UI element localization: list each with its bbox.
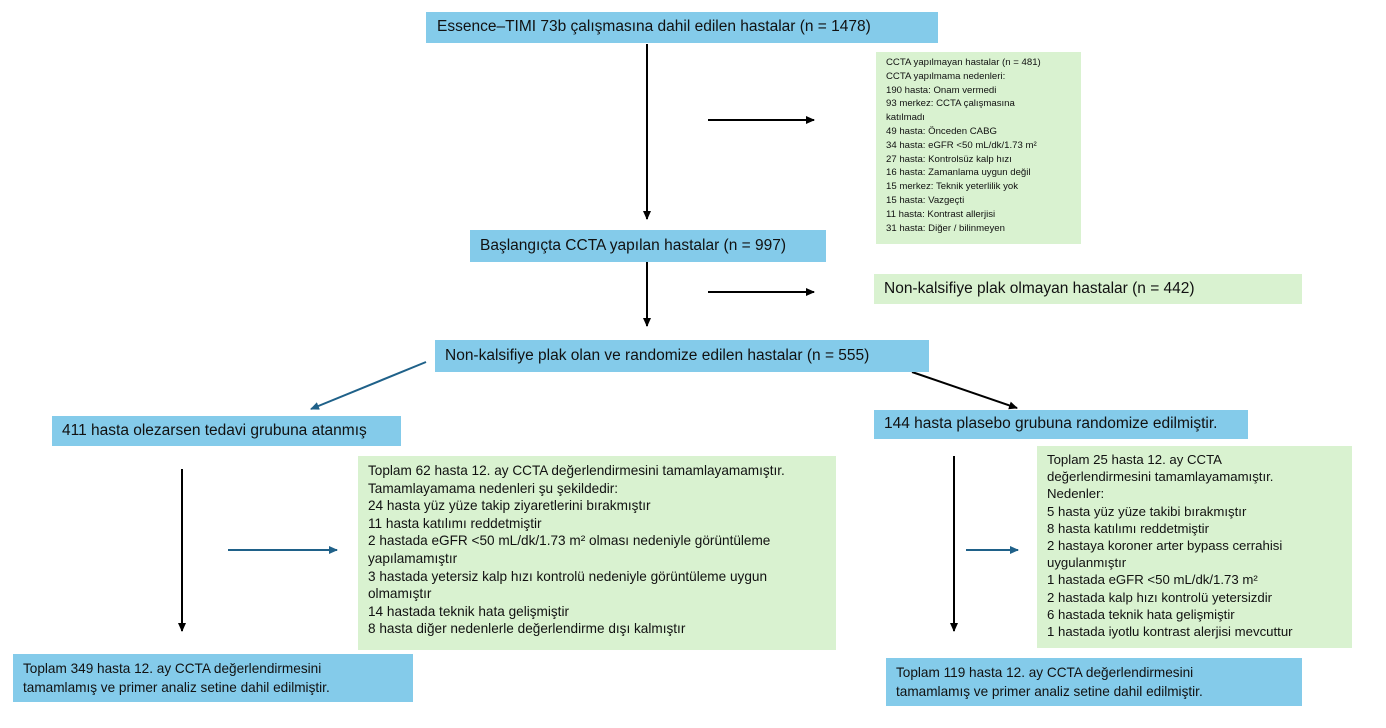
olezarsen-excluded-line: 14 hastada teknik hata gelişmiştir <box>368 603 569 619</box>
randomized-box: Non-kalsifiye plak olan ve randomize edi… <box>435 340 929 372</box>
no-ccta-reason: katılmadı <box>886 112 925 124</box>
placebo-analyzed-box: Toplam 119 hasta 12. ay CCTA değerlendir… <box>886 658 1302 706</box>
arrow-randomized-to-olezarsen <box>310 361 427 410</box>
no-ccta-reason: 31 hasta: Diğer / bilinmeyen <box>886 222 1005 234</box>
no-ccta-reason: 34 hasta: eGFR <50 mL/dk/1.73 m² <box>886 139 1037 151</box>
baseline-ccta-text: Başlangıçta CCTA yapılan hastalar (n = 9… <box>480 237 787 254</box>
baseline-ccta-box: Başlangıçta CCTA yapılan hastalar (n = 9… <box>470 230 826 262</box>
enrolled-text: Essence–TIMI 73b çalışmasına dahil edile… <box>437 18 871 35</box>
placebo-excluded-line: 5 hasta yüz yüze takibi bırakmıştır <box>1047 503 1247 519</box>
no-ccta-title: CCTA yapılmayan hastalar (n = 481) <box>886 57 1041 68</box>
olezarsen-group-text: 411 hasta olezarsen tedavi grubuna atanm… <box>62 422 367 439</box>
no-ccta-reason: 49 hasta: Önceden CABG <box>886 125 997 137</box>
no-ccta-reason: 15 merkez: Teknik yeterlilik yok <box>886 181 1019 193</box>
olezarsen-excluded-line: 8 hasta diğer nedenlerle değerlendirme d… <box>368 621 686 637</box>
olezarsen-excluded-line: 24 hasta yüz yüze takip ziyaretlerini bı… <box>368 498 651 514</box>
no-ccta-reason: 15 hasta: Vazgeçti <box>886 194 965 206</box>
placebo-excluded-line: 6 hastada teknik hata gelişmiştir <box>1047 606 1235 622</box>
olezarsen-excluded-box: Toplam 62 hasta 12. ay CCTA değerlendirm… <box>358 456 836 650</box>
no-ccta-reason: 16 hasta: Zamanlama uygun değil <box>886 167 1031 179</box>
enrolled-box: Essence–TIMI 73b çalışmasına dahil edile… <box>426 12 938 43</box>
placebo-group-text: 144 hasta plasebo grubuna randomize edil… <box>884 415 1218 432</box>
randomized-text: Non-kalsifiye plak olan ve randomize edi… <box>445 347 870 364</box>
olezarsen-excluded-line: 11 hasta katılımı reddetmiştir <box>368 515 542 531</box>
no-plaque-box: Non-kalsifiye plak olmayan hastalar (n =… <box>874 274 1302 304</box>
placebo-excluded-line: 1 hastada eGFR <50 mL/dk/1.73 m² <box>1047 572 1258 588</box>
placebo-excluded-box: Toplam 25 hasta 12. ay CCTA değerlendirm… <box>1037 446 1352 648</box>
olezarsen-analyzed-box: Toplam 349 hasta 12. ay CCTA değerlendir… <box>13 654 413 702</box>
no-ccta-reason: 93 merkez: CCTA çalışmasına <box>886 98 1015 110</box>
no-plaque-text: Non-kalsifiye plak olmayan hastalar (n =… <box>884 280 1195 297</box>
placebo-excluded-line: değerlendirmesini tamamlayamamıştır. <box>1047 469 1274 485</box>
olezarsen-analyzed-line: tamamlamış ve primer analiz setine dahil… <box>23 680 330 695</box>
no-ccta-box: CCTA yapılmayan hastalar (n = 481) CCTA … <box>876 52 1081 244</box>
placebo-group-box: 144 hasta plasebo grubuna randomize edil… <box>874 410 1248 439</box>
olezarsen-group-box: 411 hasta olezarsen tedavi grubuna atanm… <box>52 416 401 446</box>
placebo-excluded-line: 8 hasta katılımı reddetmiştir <box>1047 520 1209 536</box>
no-ccta-subtitle: CCTA yapılmama nedenleri: <box>886 70 1006 82</box>
olezarsen-excluded-line: Toplam 62 hasta 12. ay CCTA değerlendirm… <box>368 463 785 478</box>
placebo-excluded-line: Toplam 25 hasta 12. ay CCTA <box>1047 452 1222 467</box>
no-ccta-reason: 27 hasta: Kontrolsüz kalp hızı <box>886 153 1012 165</box>
placebo-excluded-line: 1 hastada iyotlu kontrast alerjisi mevcu… <box>1047 624 1293 640</box>
olezarsen-excluded-line: yapılamamıştır <box>368 550 458 566</box>
arrow-randomized-to-placebo <box>911 371 1018 410</box>
placebo-excluded-line: 2 hastaya koroner arter bypass cerrahisi <box>1047 538 1283 554</box>
placebo-excluded-line: Nedenler: <box>1047 486 1105 502</box>
olezarsen-excluded-line: olmamıştır <box>368 586 432 602</box>
placebo-excluded-line: 2 hastada kalp hızı kontrolü yetersizdir <box>1047 589 1273 605</box>
placebo-excluded-line: uygulanmıştır <box>1047 555 1127 571</box>
olezarsen-excluded-line: 3 hastada yetersiz kalp hızı kontrolü ne… <box>368 568 767 584</box>
olezarsen-analyzed-line: Toplam 349 hasta 12. ay CCTA değerlendir… <box>23 661 322 676</box>
olezarsen-excluded-line: Tamamlayamama nedenleri şu şekildedir: <box>368 480 619 496</box>
placebo-analyzed-line: Toplam 119 hasta 12. ay CCTA değerlendir… <box>896 665 1194 680</box>
olezarsen-excluded-line: 2 hastada eGFR <50 mL/dk/1.73 m² olması … <box>368 533 771 549</box>
no-ccta-reason: 190 hasta: Onam vermedi <box>886 84 997 96</box>
placebo-analyzed-line: tamamlamış ve primer analiz setine dahil… <box>896 684 1203 699</box>
no-ccta-reason: 11 hasta: Kontrast allerjisi <box>886 208 996 220</box>
